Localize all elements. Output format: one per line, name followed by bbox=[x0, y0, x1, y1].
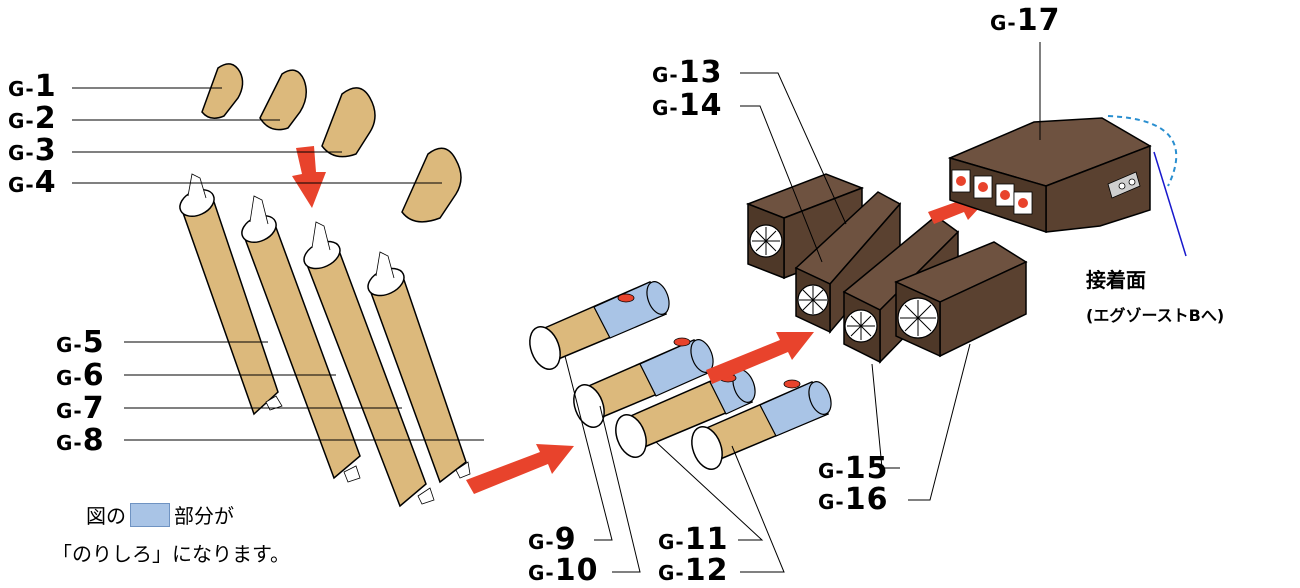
tube-g9 bbox=[529, 281, 670, 370]
arrow-to-boxes bbox=[706, 332, 814, 384]
tube-g5 bbox=[179, 173, 283, 416]
tube-g11 bbox=[615, 369, 756, 458]
arrow-down bbox=[292, 146, 326, 208]
tube-g6 bbox=[241, 195, 361, 483]
label-g1: G-1 bbox=[8, 69, 57, 104]
label-g4: G-4 bbox=[8, 165, 57, 200]
label-g11: G-11 bbox=[658, 522, 729, 557]
tube-g10 bbox=[573, 337, 714, 428]
tube-g7 bbox=[303, 221, 435, 508]
label-g13: G-13 bbox=[652, 55, 723, 90]
glue-surface-sub: (エグゾーストBへ) bbox=[1086, 306, 1225, 325]
glue-note-line2: 「のりしろ」になります。 bbox=[52, 542, 290, 566]
glue-area-swatch bbox=[130, 503, 170, 527]
part-g1 bbox=[201, 63, 244, 119]
label-g17: G-17 bbox=[990, 3, 1061, 38]
label-g14: G-14 bbox=[652, 88, 723, 123]
label-g10: G-10 bbox=[528, 553, 599, 588]
part-g17 bbox=[947, 115, 1187, 257]
arrow-to-short-tubes bbox=[466, 444, 574, 494]
part-g2 bbox=[259, 69, 307, 131]
label-g6: G-6 bbox=[56, 358, 105, 393]
label-g2: G-2 bbox=[8, 101, 57, 136]
glue-note-line1: 図の 部分が bbox=[86, 503, 234, 527]
label-g3: G-3 bbox=[8, 133, 57, 168]
glue-surface-title: 接着面 bbox=[1086, 268, 1146, 292]
label-g5: G-5 bbox=[56, 325, 105, 360]
glue-note-prefix: 図の bbox=[86, 504, 126, 528]
label-g12: G-12 bbox=[658, 553, 729, 588]
box-g16 bbox=[894, 241, 1028, 358]
part-g4 bbox=[401, 147, 462, 223]
tube-g8 bbox=[367, 251, 471, 484]
label-g16: G-16 bbox=[818, 482, 889, 517]
label-g8: G-8 bbox=[56, 423, 105, 458]
glue-note-suffix: 部分が bbox=[174, 504, 234, 528]
label-g15: G-15 bbox=[818, 451, 889, 486]
part-g3 bbox=[321, 87, 376, 158]
label-g7: G-7 bbox=[56, 391, 105, 426]
label-g9: G-9 bbox=[528, 522, 577, 557]
tube-g12 bbox=[691, 379, 832, 470]
